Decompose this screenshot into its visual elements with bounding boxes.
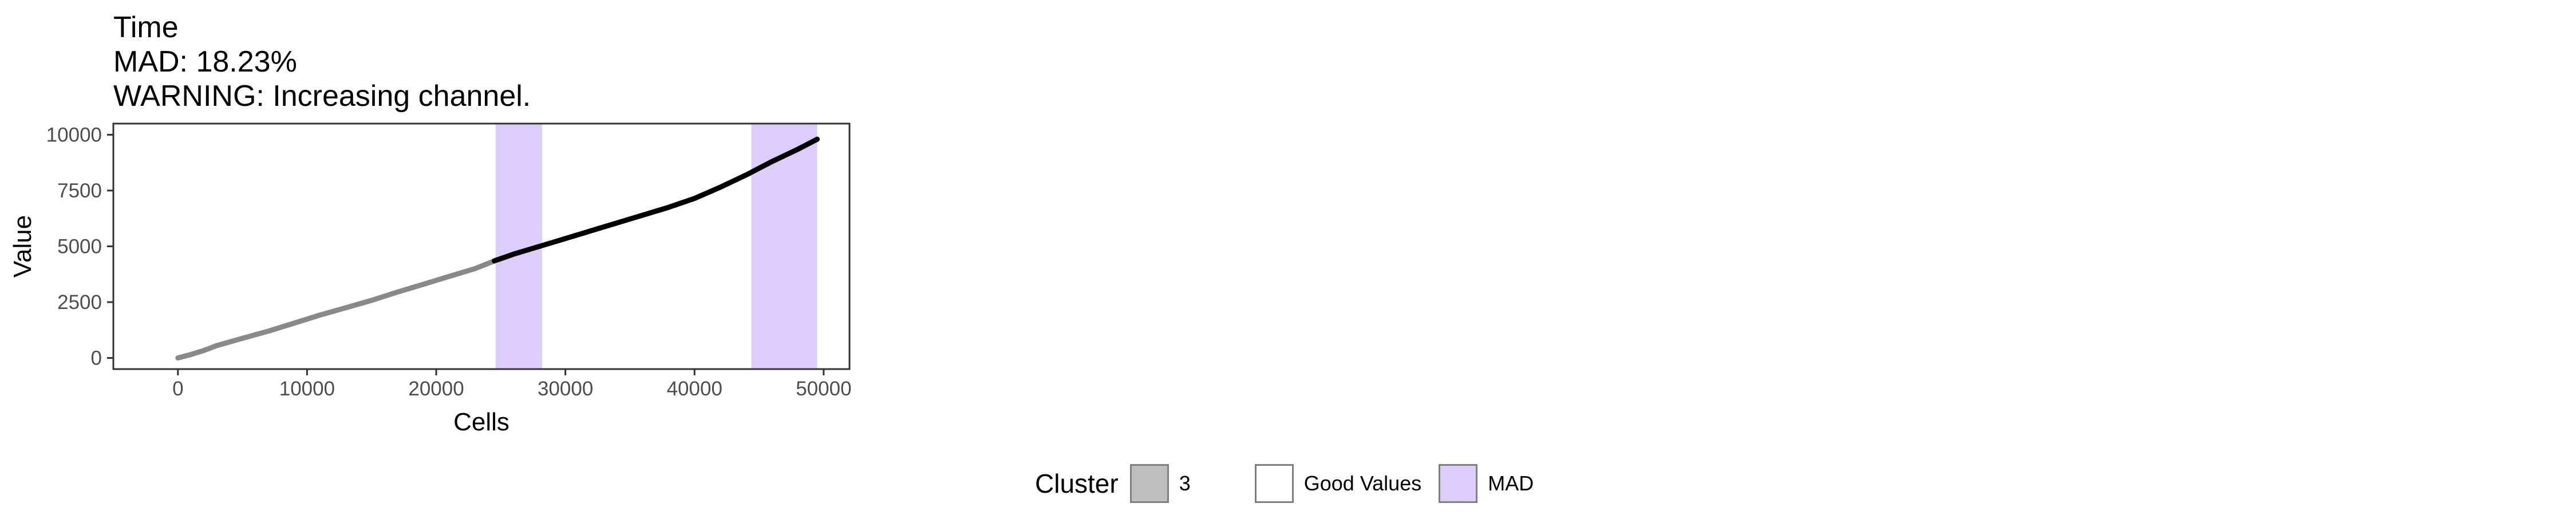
y-tick-label-7500: 7500 xyxy=(57,180,102,202)
mad-region-1 xyxy=(751,124,817,369)
y-tick-label-2500: 2500 xyxy=(57,291,102,314)
legend-key-mad xyxy=(1439,464,1478,503)
chart-title-line-3: WARNING: Increasing channel. xyxy=(113,80,531,113)
y-tick-label-10000: 10000 xyxy=(46,124,102,146)
y-axis-label: Value xyxy=(9,215,37,278)
legend-key-good-values xyxy=(1254,464,1294,503)
x-axis-label: Cells xyxy=(453,408,509,436)
plot-panel-border xyxy=(112,122,851,370)
x-tick-label-50000: 50000 xyxy=(796,378,851,400)
x-tick-label-10000: 10000 xyxy=(279,378,335,400)
legend-title: Cluster xyxy=(1035,469,1119,498)
x-tick-label-40000: 40000 xyxy=(667,378,722,400)
y-tick-label-0: 0 xyxy=(91,347,102,370)
mad-regions xyxy=(495,124,817,369)
x-tick-label-30000: 30000 xyxy=(538,378,593,400)
chart-title-line-2: MAD: 18.23% xyxy=(113,45,297,78)
axes: 0 10000 20000 30000 40000 50000 0 2500 5000 7500 1… xyxy=(46,124,852,401)
legend-key-cluster-3 xyxy=(1129,464,1169,503)
x-tick-label-0: 0 xyxy=(172,378,183,400)
legend-label-good-values: Good Values xyxy=(1303,472,1422,495)
legend: Cluster 3 Good Values MAD xyxy=(1035,462,1598,505)
x-tick-label-20000: 20000 xyxy=(408,378,464,400)
legend-label-cluster-3: 3 xyxy=(1179,472,1191,495)
series-lines xyxy=(175,136,820,360)
y-tick-label-5000: 5000 xyxy=(57,236,102,258)
chart-title-line-1: Time xyxy=(113,11,179,44)
series-line-0 xyxy=(175,258,497,360)
series-line-1 xyxy=(492,136,820,264)
legend-label-mad: MAD xyxy=(1488,472,1534,495)
